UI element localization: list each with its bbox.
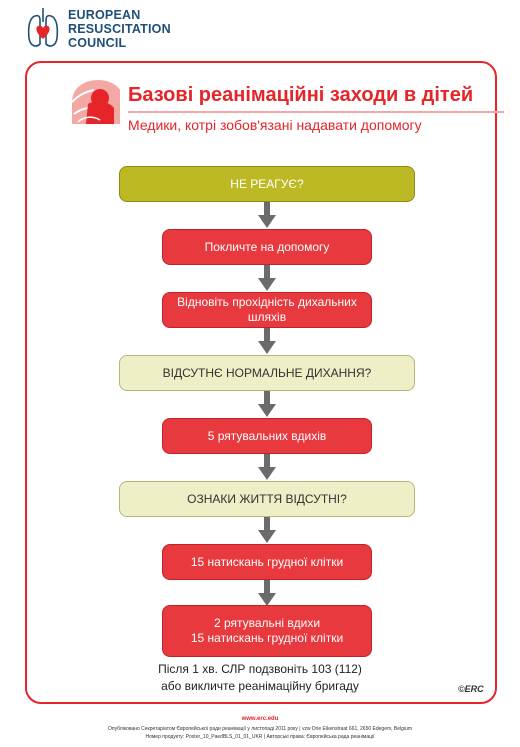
step-chest-compressions: 15 натискань грудної клітки	[162, 544, 372, 580]
arrow-down-icon	[258, 265, 276, 291]
arrow-down-icon	[258, 202, 276, 228]
arrow-down-icon	[258, 391, 276, 417]
step-unresponsive: НЕ РЕАГУЄ?	[119, 166, 415, 202]
step-breaths-label: 2 рятувальні вдихи	[213, 616, 321, 630]
page-subtitle: Медики, котрі зобов'язані надавати допом…	[128, 117, 422, 133]
step-chest-compressions-label: 15 натискань грудної клітки	[190, 554, 344, 569]
logo-line-3: COUNCIL	[68, 36, 127, 50]
step-no-signs-of-life: ОЗНАКИ ЖИТТЯ ВІДСУТНІ?	[119, 481, 415, 517]
publication-info: Опубліковано Секретаріатом Європейської …	[108, 726, 412, 732]
heart-lungs-icon	[27, 8, 59, 47]
logo-line-2: RESUSCITATION	[68, 22, 171, 36]
arrow-down-icon	[258, 580, 276, 606]
arrow-down-icon	[258, 517, 276, 543]
step-unresponsive-label: НЕ РЕАГУЄ?	[230, 176, 304, 191]
step-no-signs-of-life-label: ОЗНАКИ ЖИТТЯ ВІДСУТНІ?	[187, 491, 347, 506]
call-instructions-line-2: або викличте реанімаційну бригаду	[161, 679, 359, 693]
step-open-airway: Відновіть прохідність дихальних шляхів	[162, 292, 372, 328]
step-rescue-breaths-label: 5 рятувальних вдихів	[207, 428, 327, 443]
step-breaths-and-compressions: 2 рятувальні вдихи 15 натискань грудної …	[162, 605, 372, 657]
page-title: Базові реанімаційні заходи в дітей	[128, 84, 474, 106]
arrow-down-icon	[258, 328, 276, 354]
step-call-for-help-label: Покличте на допомогу	[204, 239, 330, 254]
erc-logo: EUROPEAN RESUSCITATION COUNCIL	[26, 6, 196, 54]
website-link[interactable]: www.erc.edu	[241, 716, 279, 722]
step-not-breathing: ВІДСУТНЄ НОРМАЛЬНЕ ДИХАННЯ?	[119, 355, 415, 391]
step-open-airway-label: Відновіть прохідність дихальних шляхів	[177, 295, 357, 324]
step-compressions-label: 15 натискань грудної клітки	[190, 631, 344, 645]
product-info: Номер продукту: Poster_10_PaedBLS_01_01_…	[145, 734, 375, 740]
step-call-for-help: Покличте на допомогу	[162, 229, 372, 265]
poster-frame	[25, 61, 497, 704]
logo-line-1: EUROPEAN	[68, 8, 141, 22]
title-divider	[128, 111, 504, 113]
child-resuscitation-icon	[71, 80, 120, 124]
arrow-down-icon	[258, 454, 276, 480]
erc-copyright-mark: ©ERC	[458, 684, 484, 694]
logo-text: EUROPEAN RESUSCITATION COUNCIL	[68, 8, 171, 50]
call-instructions: Після 1 хв. СЛР подзвоніть 103 (112) або…	[60, 661, 460, 695]
call-instructions-line-1: Після 1 хв. СЛР подзвоніть 103 (112)	[158, 662, 362, 676]
step-rescue-breaths: 5 рятувальних вдихів	[162, 418, 372, 454]
step-not-breathing-label: ВІДСУТНЄ НОРМАЛЬНЕ ДИХАННЯ?	[162, 365, 372, 380]
